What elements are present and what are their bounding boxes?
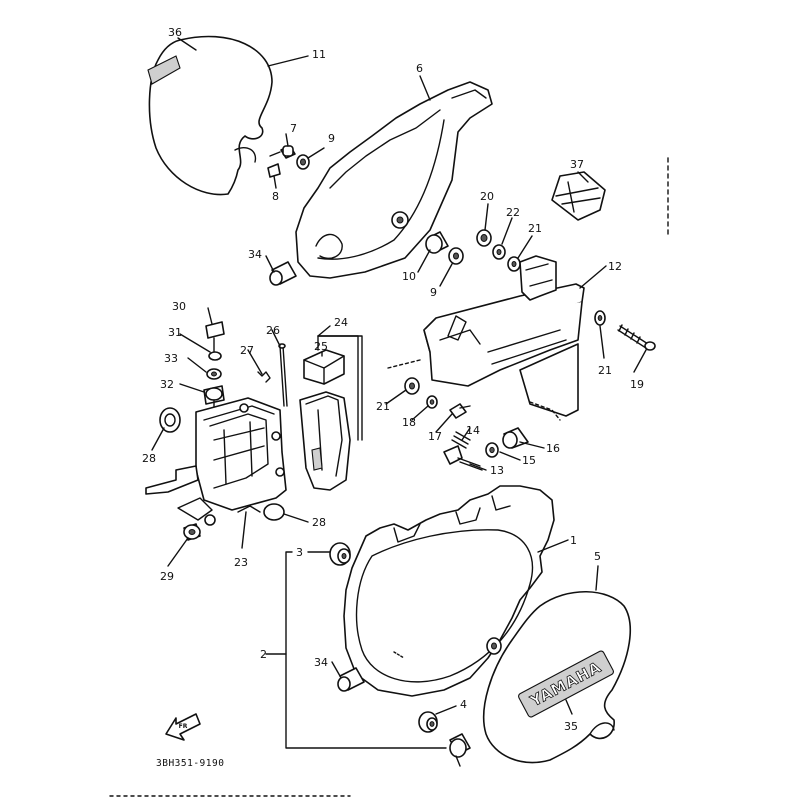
diagram-code: 3BH351-9190 [156,758,224,769]
rod-part-26-spring-27 [257,343,288,407]
callout-29: 29 [160,570,174,583]
tool-pouch-part-37 [551,171,606,221]
callout-27: 27 [240,344,254,357]
callout-11: 11 [312,48,326,61]
callout-33: 33 [164,352,178,365]
callout-26: 26 [266,324,280,337]
front-direction-label: FR [179,723,188,730]
callout-28-right: 28 [312,516,326,529]
callout-35: 35 [564,720,578,733]
callout-10: 10 [402,270,416,283]
callout-3: 3 [296,546,303,559]
fasteners-part-7-8-9 [267,145,310,178]
callout-32: 32 [160,378,174,391]
callout-37: 37 [570,158,584,171]
callout-19: 19 [630,378,644,391]
washers-part-18-21 [404,377,471,419]
callout-21-right: 21 [598,364,612,377]
spacer-part-34-lower [337,667,365,692]
callout-18: 18 [402,416,416,429]
group-bracket-24 [317,335,363,441]
callout-20: 20 [480,190,494,203]
front-direction-arrow-icon: FR [165,713,201,741]
left-side-cover-part-11 [147,35,273,196]
grommet-part-4 [418,711,438,733]
callout-1: 1 [570,534,577,547]
callout-2: 2 [260,648,267,661]
callout-22: 22 [506,206,520,219]
callout-28-left: 28 [142,452,156,465]
callout-15: 15 [522,454,536,467]
callout-30: 30 [172,300,186,313]
bolt-part-19 [594,310,656,351]
callout-25: 25 [314,340,328,353]
battery-box-part-12 [387,255,585,421]
bolt-lower [449,733,471,767]
callout-16: 16 [546,442,560,455]
callout-4: 4 [460,698,467,711]
housing-part-23 [145,397,287,541]
callout-23: 23 [234,556,248,569]
side-cover-part-5: YAMAHA [482,590,631,764]
washers-part-20-21-22 [476,229,521,272]
spacer-part-34-top [269,261,297,286]
cylinder-part-24 [299,335,359,491]
callout-7: 7 [290,122,297,135]
callout-6: 6 [416,62,423,75]
callout-8: 8 [272,190,279,203]
callout-12: 12 [608,260,622,273]
callout-31: 31 [168,326,182,339]
rear-cover-part-6 [295,81,493,279]
callout-34: 34 [248,248,262,261]
bolt-stack-part-30-33 [203,321,225,411]
callout-17: 17 [428,430,442,443]
callout-34-lower: 34 [314,656,328,669]
callout-labels: 36 11 6 7 9 8 37 20 22 21 34 10 9 12 30 … [142,26,644,733]
callout-14: 14 [466,424,480,437]
callout-9: 9 [328,132,335,145]
callout-5: 5 [594,550,601,563]
callout-36: 36 [168,26,182,39]
callout-13: 13 [490,464,504,477]
callout-21-left: 21 [376,400,390,413]
callout-9-lower: 9 [430,286,437,299]
callout-24: 24 [334,316,348,329]
grommet-part-10 [425,231,464,265]
group-bracket-2 [285,551,447,749]
fasteners-part-13-14-15-16 [443,427,529,471]
callout-21: 21 [528,222,542,235]
leader-lines [151,37,647,715]
grommet-part-3 [329,542,351,566]
